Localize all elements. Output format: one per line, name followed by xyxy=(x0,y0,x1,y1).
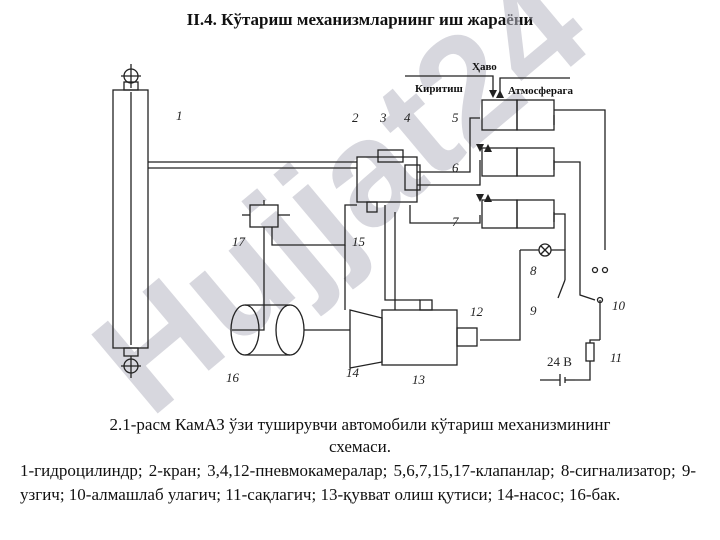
svg-text:15: 15 xyxy=(352,234,366,249)
watermark: Hujjat24 xyxy=(63,0,618,445)
caption-line-2: схемаси. xyxy=(328,437,392,456)
fuse xyxy=(575,339,600,381)
svg-text:8: 8 xyxy=(530,263,537,278)
exhaust-arrow-icon xyxy=(496,90,504,98)
caption-line-1: 2.1-расм КамАЗ ўзи туширувчи автомобили … xyxy=(109,415,611,434)
valve-7 xyxy=(481,199,555,229)
arrow-icon xyxy=(476,194,484,202)
svg-text:4: 4 xyxy=(404,110,411,125)
svg-text:14: 14 xyxy=(346,365,360,380)
svg-text:16: 16 xyxy=(226,370,240,385)
changeover-switch xyxy=(591,266,609,340)
atmosphere-label: Атмосферага xyxy=(508,85,573,97)
svg-text:6: 6 xyxy=(452,160,459,175)
figure-caption: 2.1-расм КамАЗ ўзи туширувчи автомобили … xyxy=(20,414,700,458)
arrow-icon xyxy=(484,144,492,152)
battery xyxy=(540,374,575,386)
svg-text:5: 5 xyxy=(452,110,459,125)
pump xyxy=(349,309,383,369)
svg-text:17: 17 xyxy=(232,234,246,249)
crane-valve xyxy=(356,149,421,213)
part-numbers: 1 2 3 4 5 6 7 8 9 10 11 12 13 14 15 16 1… xyxy=(176,108,626,387)
voltage-label: 24 В xyxy=(547,354,572,369)
pneumo-chamber-12 xyxy=(456,327,478,347)
svg-text:1: 1 xyxy=(176,108,183,123)
arrow-icon xyxy=(484,194,492,202)
section-title: II.4. Кўтариш механизмларнинг иш жараёни xyxy=(186,10,534,29)
arrow-icon xyxy=(476,144,484,152)
tank xyxy=(230,304,305,356)
power-take-off xyxy=(381,299,458,366)
inlet-arrow-icon xyxy=(489,90,497,98)
svg-text:9: 9 xyxy=(530,303,537,318)
figure-legend: 1-гидроцилиндр; 2-кран; 3,4,12-пневмокам… xyxy=(20,461,696,504)
svg-text:Hujjat24: Hujjat24 xyxy=(63,0,618,445)
valve-5 xyxy=(481,99,555,131)
svg-text:12: 12 xyxy=(470,304,484,319)
inlet-label: Киритиш xyxy=(415,83,463,95)
svg-text:10: 10 xyxy=(612,298,626,313)
air-label: Ҳаво xyxy=(472,61,497,73)
svg-text:7: 7 xyxy=(452,214,459,229)
svg-text:2: 2 xyxy=(352,110,359,125)
svg-text:11: 11 xyxy=(610,350,622,365)
signal-lamp xyxy=(480,243,552,341)
svg-text:3: 3 xyxy=(379,110,387,125)
switch xyxy=(551,249,566,299)
svg-text:13: 13 xyxy=(412,372,426,387)
hydraulic-cylinder xyxy=(112,64,149,378)
